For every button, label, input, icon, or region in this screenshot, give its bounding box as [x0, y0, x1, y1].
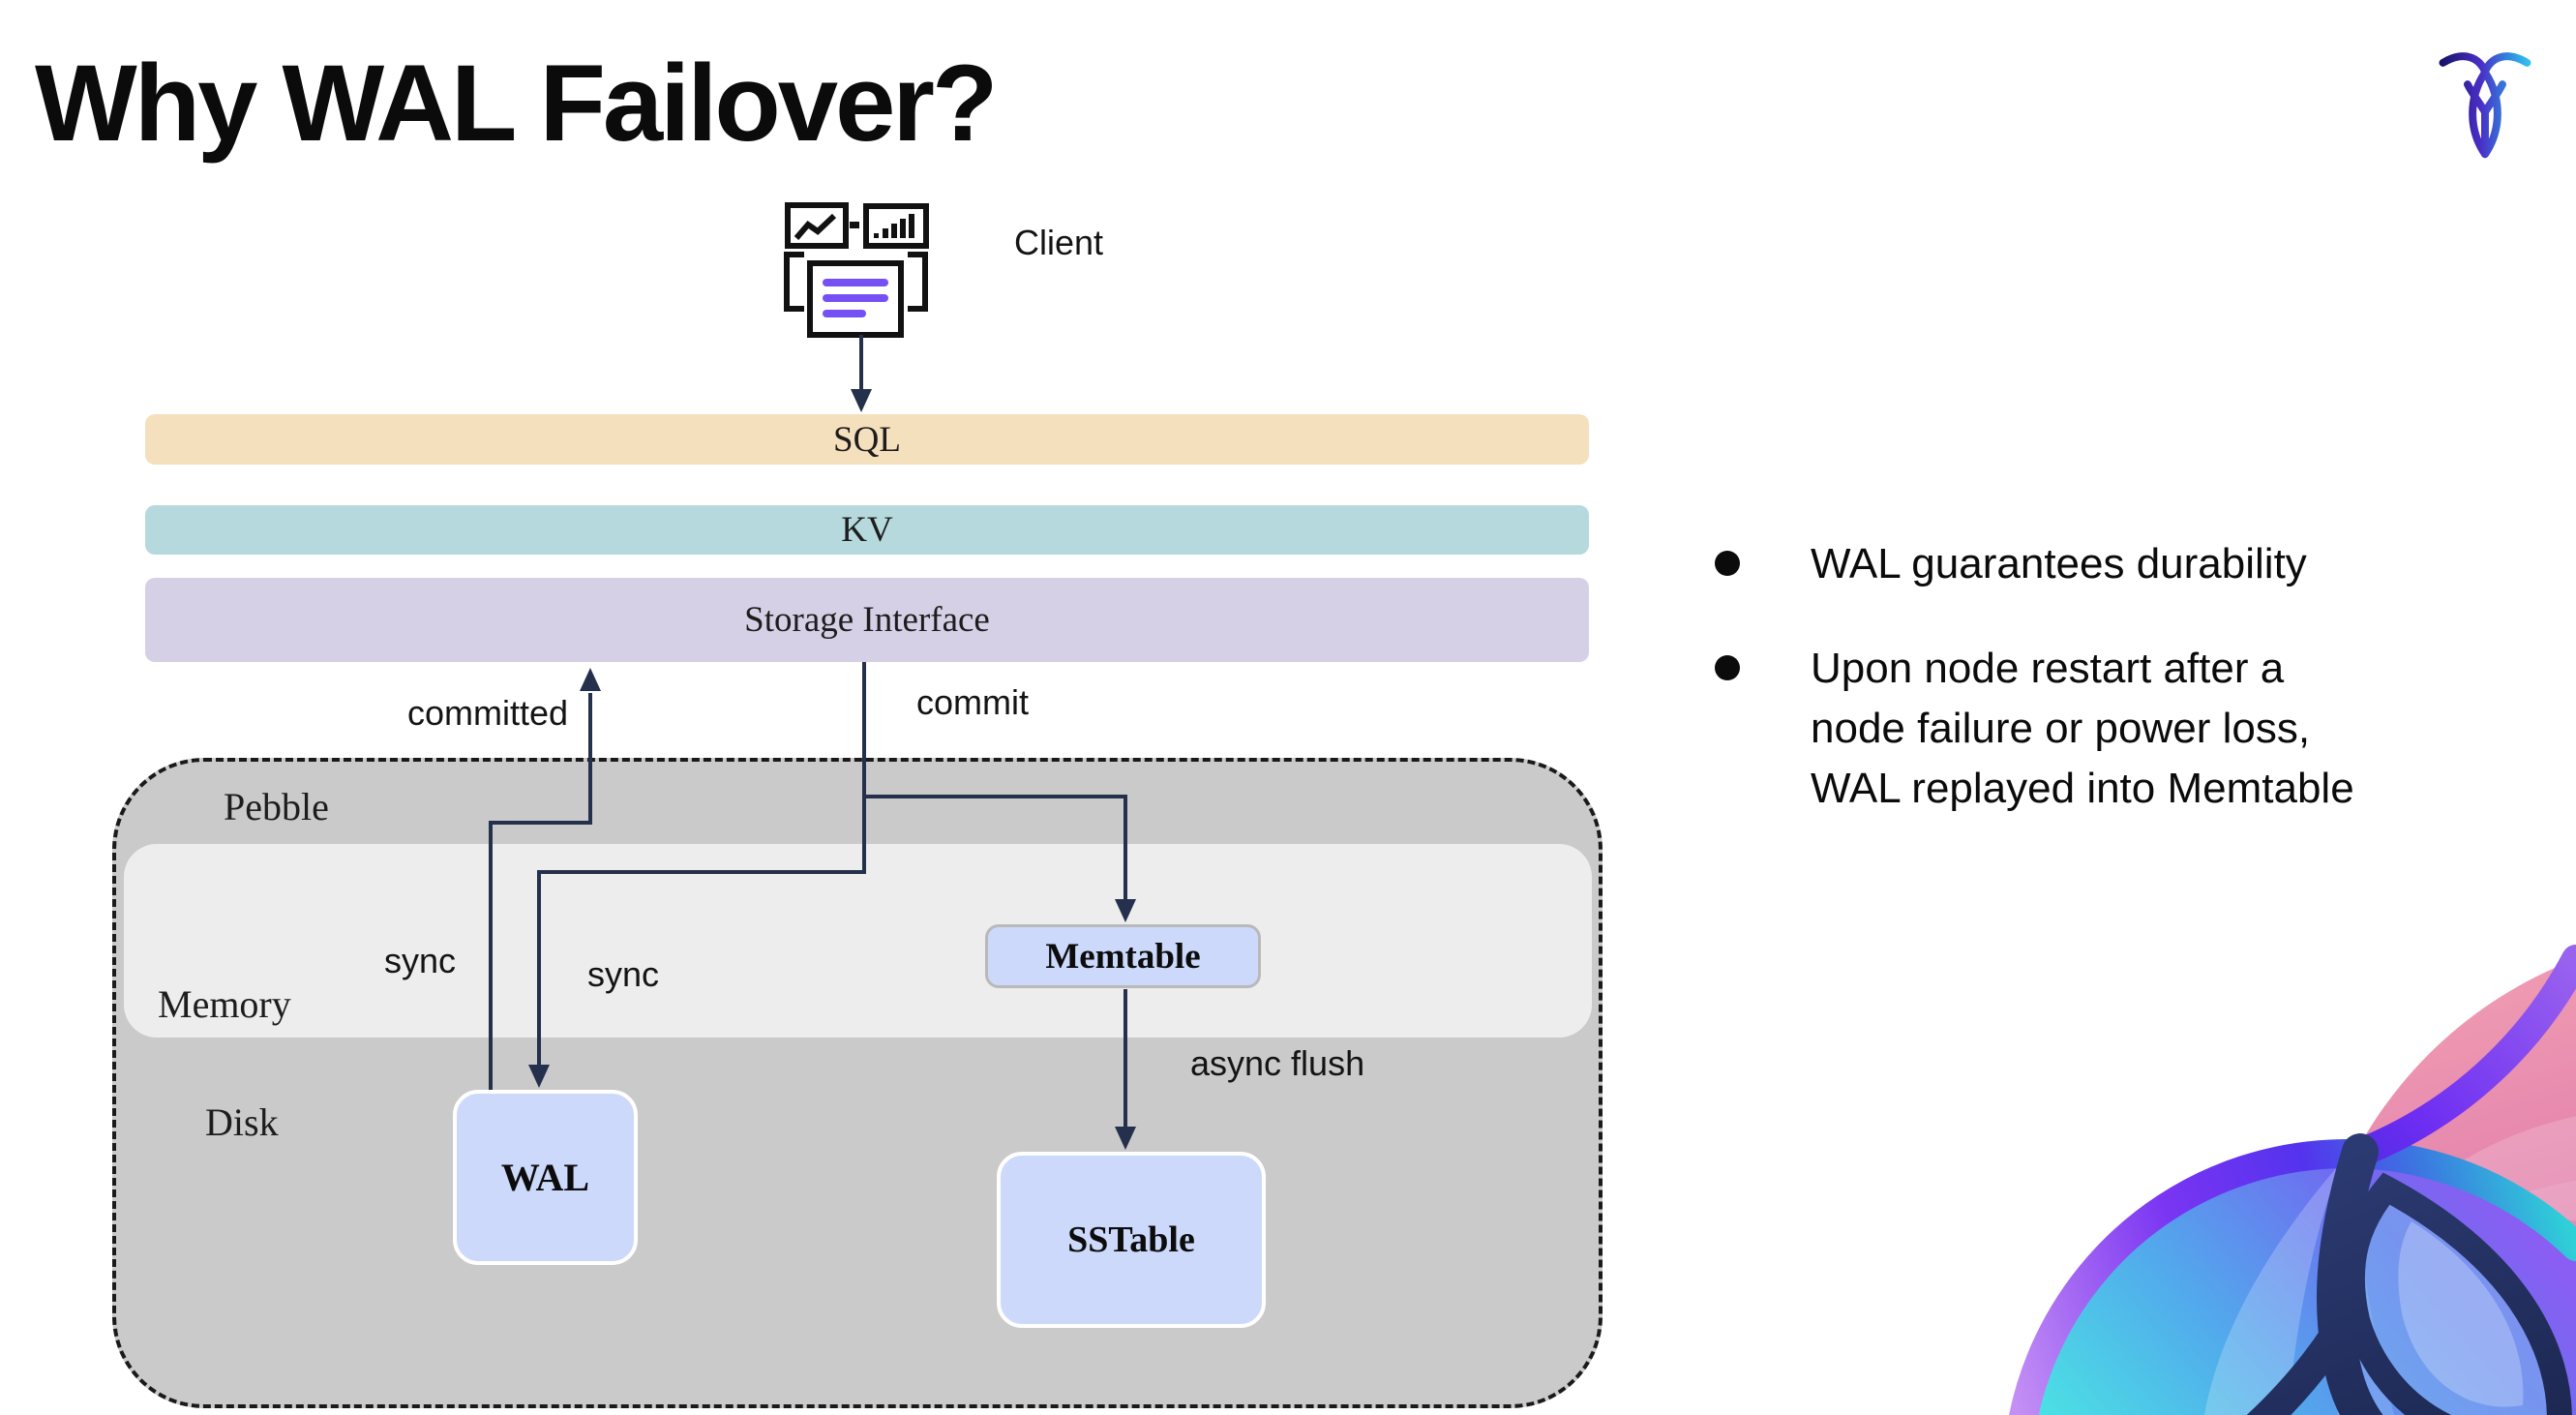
client-workstation-icon [784, 202, 929, 338]
layer-storage-interface: Storage Interface [145, 578, 1589, 662]
bar-chart-icon [863, 203, 929, 249]
bullet-text: Upon node restart after a node failure o… [1811, 645, 2354, 812]
memtable-node: Memtable [985, 924, 1261, 988]
bullet-text: WAL guarantees durability [1811, 540, 2307, 587]
layer-kv: KV [145, 505, 1589, 555]
memory-band [124, 844, 1592, 1038]
bullet-icon [1715, 551, 1740, 576]
bracket-right-icon [908, 252, 928, 312]
sync-edge-label-1: sync [384, 941, 457, 980]
layer-sql: SQL [145, 414, 1589, 465]
bullet-list: WAL guarantees durability Upon node rest… [1715, 534, 2499, 819]
list-item: WAL guarantees durability [1715, 534, 2499, 594]
bracket-left-icon [784, 252, 804, 312]
memory-label: Memory [158, 982, 291, 1026]
disk-label: Disk [205, 1100, 279, 1144]
page-title: Why WAL Failover? [35, 43, 998, 164]
line-chart-icon [785, 202, 849, 249]
client-label: Client [1014, 223, 1104, 262]
cockroachdb-brand-art [2009, 945, 2576, 1415]
bullet-icon [1715, 655, 1740, 680]
pebble-label: Pebble [224, 785, 329, 828]
cockroachdb-logo-icon [2439, 52, 2531, 159]
committed-edge-label: committed [407, 693, 569, 733]
sync-edge-label-2: sync [587, 954, 660, 994]
arrowhead-into-sql [851, 389, 872, 412]
async-flush-edge-label: async flush [1190, 1043, 1365, 1083]
arrowhead-into-storage [580, 668, 601, 691]
commit-edge-label: commit [916, 682, 1029, 722]
list-item: Upon node restart after a node failure o… [1715, 639, 2499, 819]
wal-node: WAL [453, 1090, 638, 1265]
sstable-node: SSTable [997, 1152, 1266, 1328]
